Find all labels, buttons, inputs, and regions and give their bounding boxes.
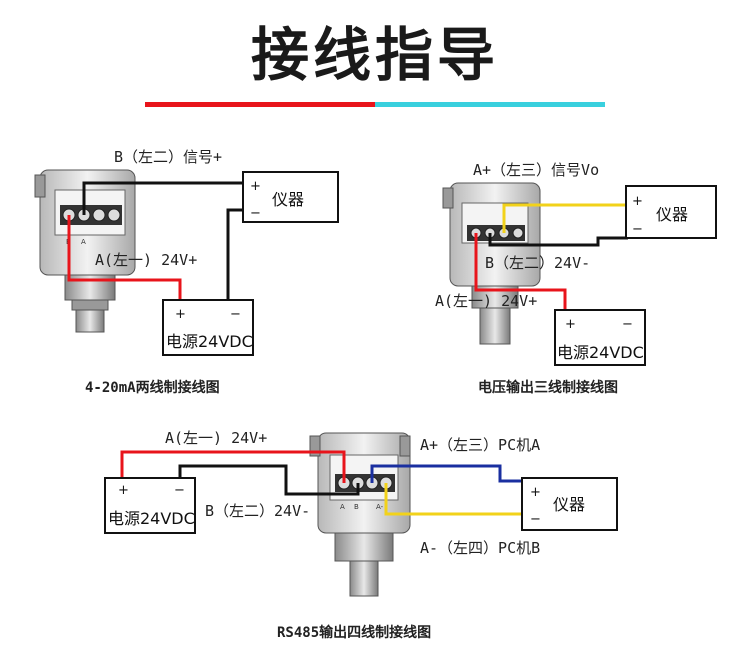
minus-symbol: − <box>230 307 241 322</box>
label-a-24v-plus: A(左一) 24V+ <box>435 292 537 310</box>
terminal-a-minus-label: A- <box>376 503 384 511</box>
minus-symbol: − <box>174 483 185 498</box>
title-underline-cyan <box>375 102 605 107</box>
plus-symbol: + <box>118 483 129 498</box>
instrument-box-3 <box>521 477 618 531</box>
minus-symbol: − <box>622 317 633 332</box>
instrument-label: 仪器 <box>656 205 688 224</box>
power-box-1 <box>162 299 254 356</box>
power-box-3 <box>104 477 196 534</box>
minus-symbol: − <box>530 512 541 527</box>
plus-symbol: + <box>250 179 261 194</box>
instrument-label: 仪器 <box>553 495 585 514</box>
page-title: 接线指导 <box>250 21 499 89</box>
instrument-label: 仪器 <box>272 190 304 209</box>
label-b-24v-minus: B（左二）24V- <box>205 502 310 520</box>
instrument-box-1 <box>242 171 339 223</box>
instrument-box-2 <box>625 185 717 239</box>
power-label: 电源24VDC <box>108 509 195 528</box>
power-label: 电源24VDC <box>557 343 644 362</box>
plus-symbol: + <box>175 307 186 322</box>
label-a-plus-pc: A+（左三）PC机A <box>420 436 540 454</box>
label-a-minus-pc: A-（左四）PC机B <box>420 539 540 557</box>
terminal-a-label: A <box>81 238 86 246</box>
plus-symbol: + <box>565 317 576 332</box>
diagram-voltage-3wire: + − 仪器 + − 电源24VDC A+（左三）信号Vo B（左二）24V- … <box>435 161 717 396</box>
plus-symbol: + <box>632 194 643 209</box>
label-a-24v: A(左一) 24V+ <box>95 251 197 269</box>
label-b-signal: B（左二）信号+ <box>114 148 222 166</box>
caption-voltage-3wire: 电压输出三线制接线图 <box>478 379 618 396</box>
terminal-b-label: B <box>354 503 359 511</box>
title-underline-red <box>145 102 375 107</box>
minus-symbol: − <box>632 222 643 237</box>
transmitter-1: B A <box>34 169 136 333</box>
diagram-rs485-4wire: A B A- + − 仪器 + − 电源24VDC A(左一) 24V+ B（左… <box>104 429 618 641</box>
terminal-a-label: A <box>340 503 345 511</box>
plus-symbol: + <box>530 485 541 500</box>
diagram-4-20ma: B A + − 仪器 + − 电源24VDC B（左二）信号+ A(左一) 24… <box>34 148 339 396</box>
caption-4-20ma: 4-20mA两线制接线图 <box>85 379 220 396</box>
label-a-24v-plus: A(左一) 24V+ <box>165 429 267 447</box>
power-label: 电源24VDC <box>166 332 253 351</box>
minus-symbol: − <box>250 206 261 221</box>
label-b-24v-minus: B（左二）24V- <box>485 254 590 272</box>
label-a-plus-vo: A+（左三）信号Vo <box>473 161 599 179</box>
power-box-2 <box>554 309 646 366</box>
caption-rs485: RS485输出四线制接线图 <box>277 624 431 641</box>
